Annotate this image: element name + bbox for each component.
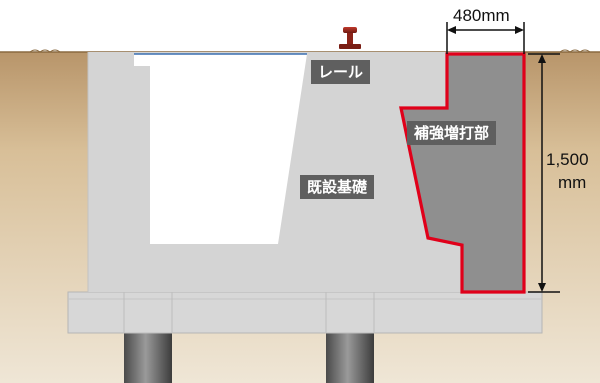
existing-foundation-label: 既設基礎 — [300, 175, 375, 199]
rail-icon — [339, 27, 361, 49]
grass-mark-right — [559, 49, 591, 53]
width-dimension — [446, 22, 525, 54]
height-dimension-unit: mm — [558, 173, 587, 192]
height-dimension-value: 1,500 — [546, 150, 589, 169]
width-dimension-label: 480mm — [453, 6, 510, 25]
rail-label: レール — [311, 60, 371, 84]
pit-cavity — [134, 54, 307, 244]
height-dimension — [528, 53, 560, 293]
reinforcement-label: 補強増打部 — [407, 121, 497, 145]
footing-slab — [67, 291, 543, 334]
grass-mark-left — [29, 49, 61, 53]
reinforcement-section — [399, 52, 526, 294]
